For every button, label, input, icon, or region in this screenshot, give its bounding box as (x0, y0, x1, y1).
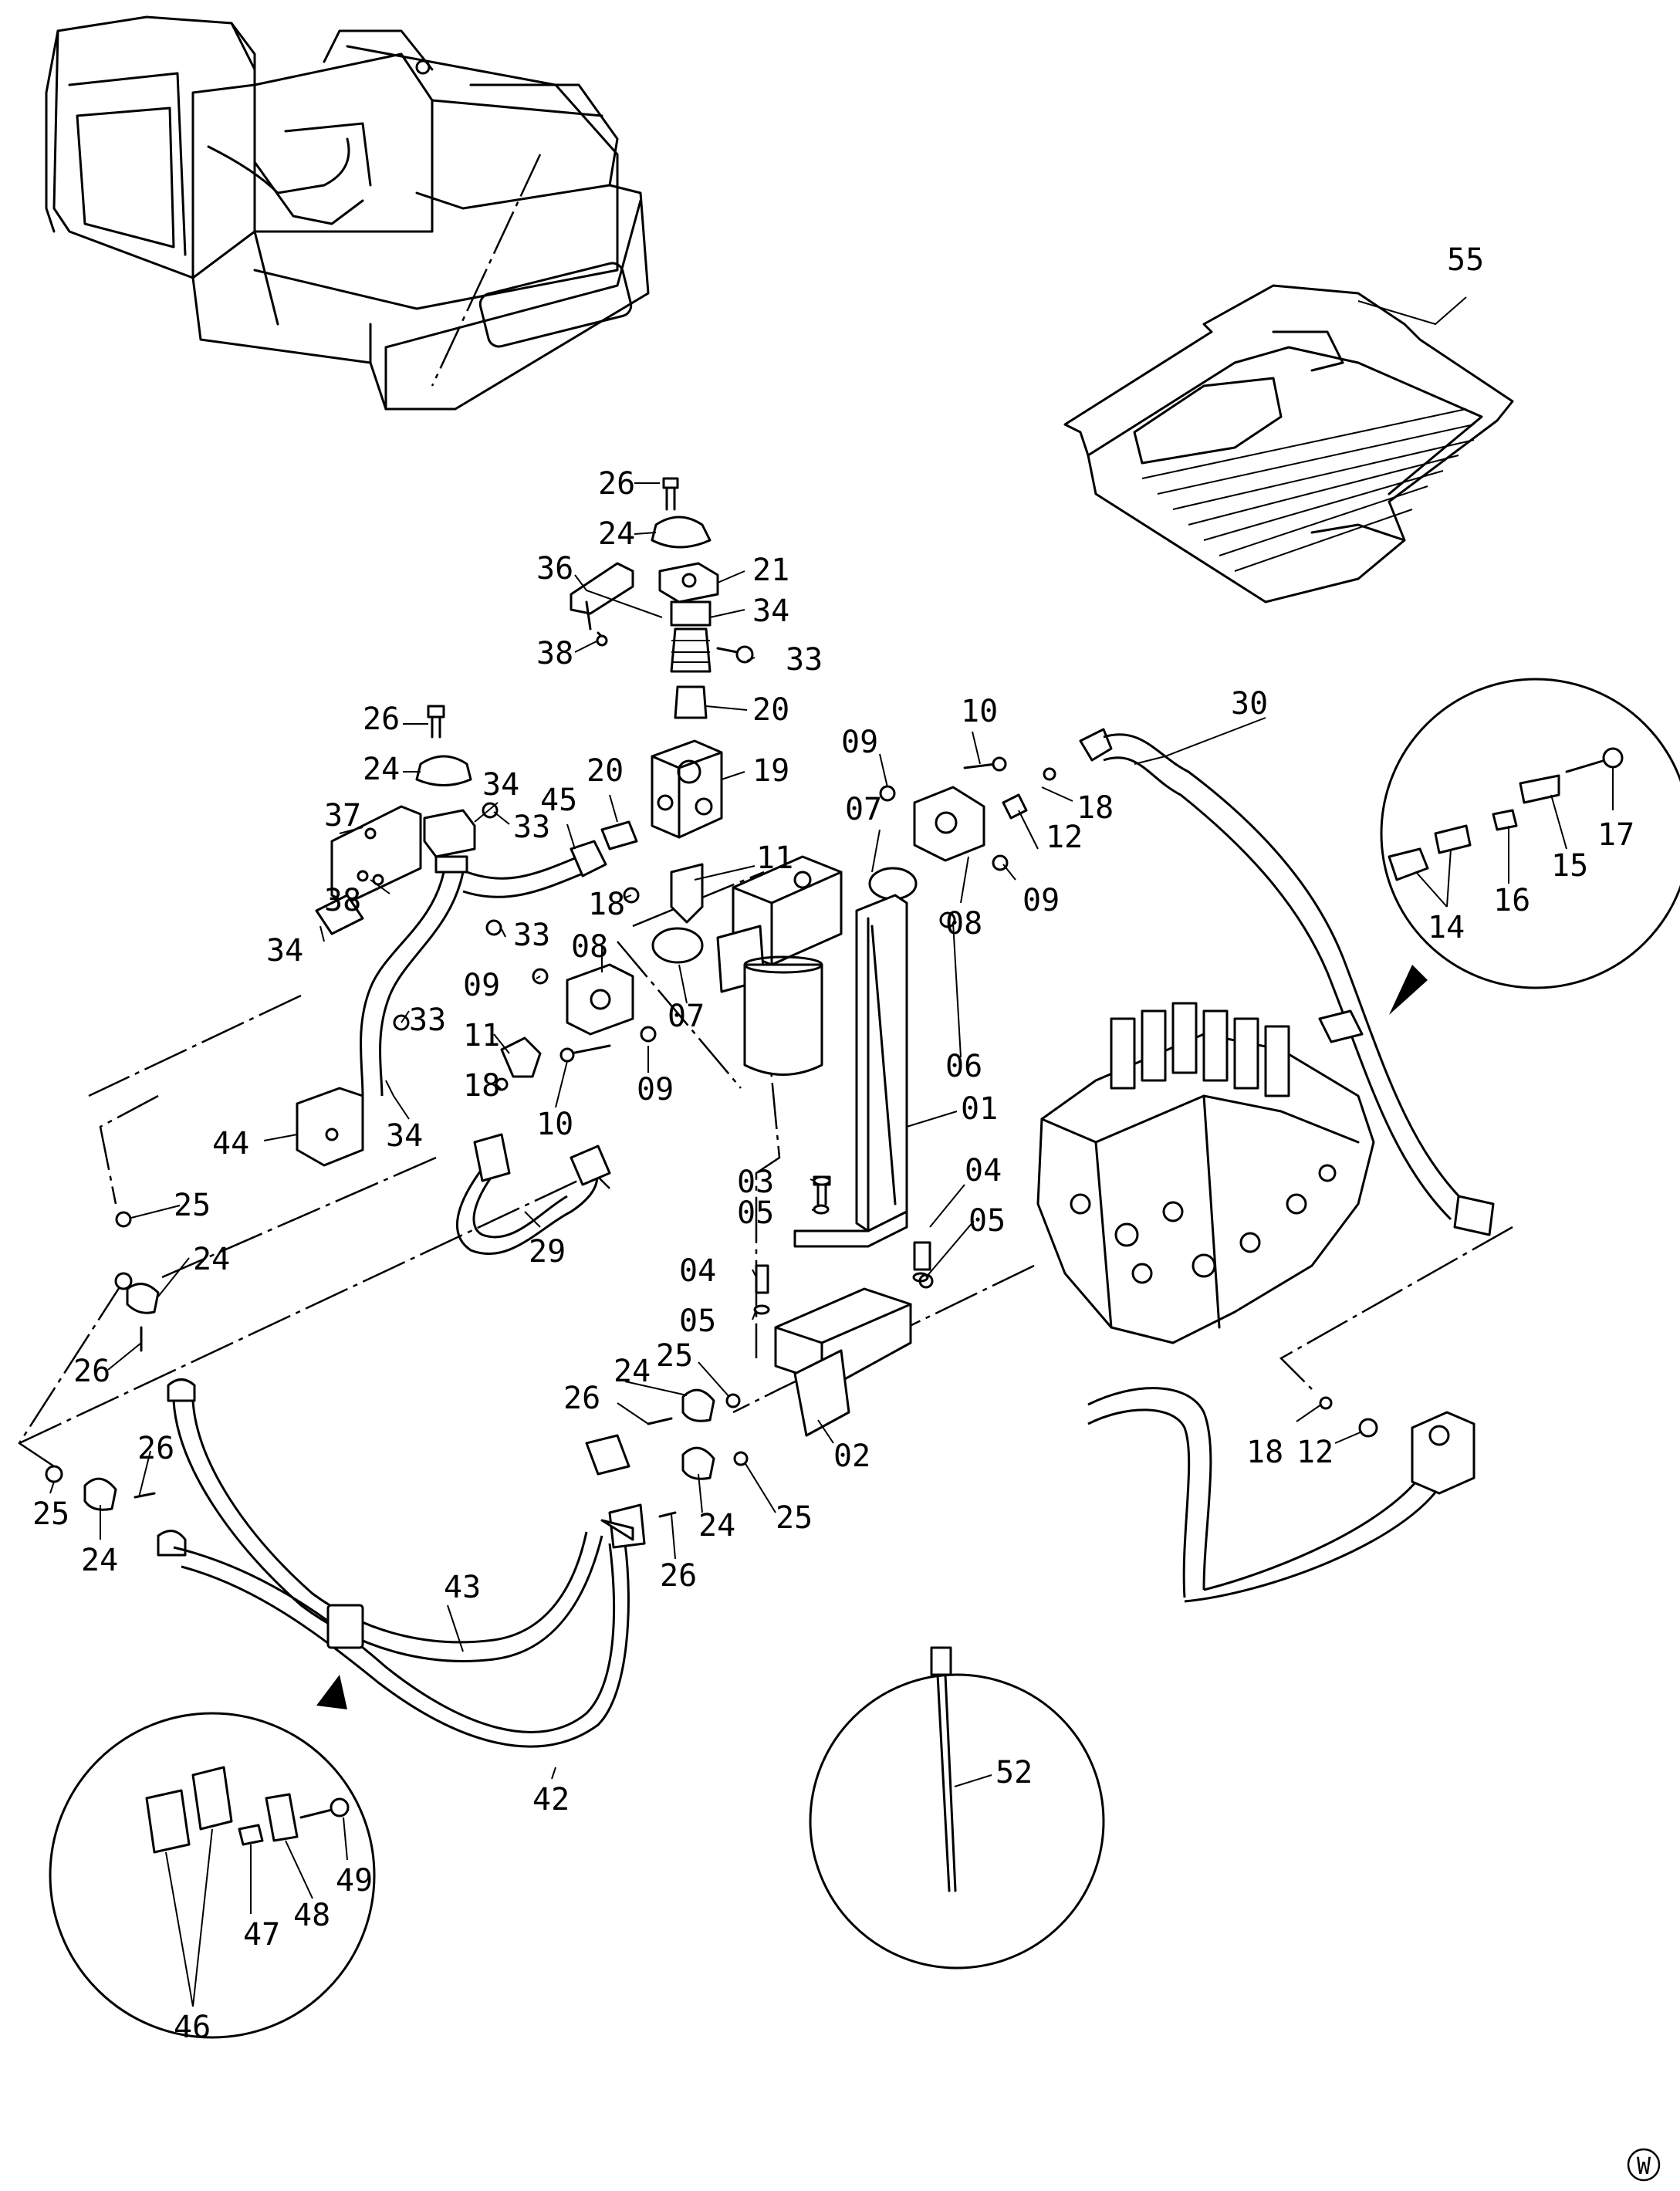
callout-38: 38 (536, 636, 573, 671)
label-leaders (49, 296, 1614, 2007)
callout-48: 48 (293, 1898, 330, 1933)
callout-05: 05 (679, 1303, 716, 1339)
detail-circle-clamp-46-49 (49, 1675, 376, 2039)
callout-24: 24 (698, 1508, 735, 1544)
callout-34: 34 (386, 1118, 423, 1154)
callout-19: 19 (752, 753, 789, 789)
callout-10: 10 (536, 1107, 573, 1142)
callout-21: 21 (752, 553, 789, 588)
callout-33: 33 (513, 918, 550, 953)
callout-43: 43 (444, 1570, 481, 1605)
callout-08: 08 (571, 929, 608, 965)
callout-18: 18 (1246, 1435, 1283, 1470)
callout-20: 20 (752, 692, 789, 728)
callout-33: 33 (409, 1003, 446, 1038)
callout-16: 16 (1493, 883, 1530, 918)
flange-parts-bottom (45, 1211, 749, 1518)
callout-29: 29 (529, 1234, 566, 1270)
callout-24: 24 (193, 1242, 230, 1277)
callout-09: 09 (841, 725, 878, 760)
callout-15: 15 (1551, 848, 1588, 884)
detail-circle-clamp-14-17 (1380, 678, 1680, 1015)
callout-34: 34 (752, 593, 789, 629)
hoses-42-43 (157, 1378, 646, 1748)
callout-12: 12 (1296, 1435, 1334, 1470)
excavator-overview (45, 15, 650, 411)
callout-18: 18 (588, 887, 625, 922)
left-bracket-assembly (296, 705, 638, 1167)
callout-26: 26 (363, 702, 400, 737)
pipe-assembly-12 (1087, 1387, 1475, 1603)
callout-26: 26 (137, 1431, 174, 1466)
callout-42: 42 (532, 1782, 570, 1817)
callout-04: 04 (965, 1153, 1002, 1188)
callout-17: 17 (1597, 817, 1634, 853)
callout-01: 01 (961, 1091, 998, 1127)
callout-30: 30 (1231, 686, 1268, 722)
callout-05: 05 (968, 1203, 1006, 1239)
detail-circle-cable-tie-52 (809, 1646, 1105, 1970)
callout-14: 14 (1428, 910, 1465, 945)
callout-11: 11 (756, 840, 793, 876)
callout-37: 37 (324, 798, 361, 833)
callout-26: 26 (563, 1381, 600, 1416)
callout-33: 33 (513, 810, 550, 845)
callout-09: 09 (637, 1072, 674, 1107)
callout-34: 34 (482, 767, 519, 803)
hose-30 (1079, 728, 1495, 1236)
control-valve (1036, 1002, 1375, 1344)
callout-36: 36 (536, 551, 573, 587)
callout-25: 25 (174, 1188, 211, 1223)
callout-47: 47 (243, 1917, 280, 1953)
callout-20: 20 (586, 753, 624, 789)
callout-44: 44 (212, 1126, 249, 1161)
callout-45: 45 (540, 783, 577, 818)
callout-38: 38 (324, 883, 361, 918)
callout-08: 08 (945, 906, 982, 942)
callout-25: 25 (776, 1500, 813, 1536)
callout-06: 06 (945, 1049, 982, 1084)
callout-24: 24 (81, 1543, 118, 1578)
callout-24: 24 (614, 1354, 651, 1389)
callout-03: 03 (737, 1165, 774, 1200)
top-manifold-assembly (570, 477, 754, 924)
hose-29 (455, 1133, 611, 1256)
callout-52: 52 (995, 1755, 1033, 1790)
callout-26: 26 (660, 1558, 697, 1594)
callout-33: 33 (786, 642, 823, 678)
callout-18: 18 (463, 1068, 500, 1104)
callout-04: 04 (679, 1253, 716, 1289)
callout-12: 12 (1046, 820, 1083, 855)
floor-mat-55 (1063, 284, 1514, 604)
callout-24: 24 (363, 752, 400, 787)
callout-25: 25 (32, 1496, 69, 1532)
callout-26: 26 (598, 466, 635, 502)
callout-10: 10 (961, 694, 998, 729)
callout-09: 09 (463, 968, 500, 1003)
callout-05: 05 (737, 1195, 774, 1231)
corner-mark-letter: W (1637, 2153, 1651, 2180)
callout-55: 55 (1447, 242, 1484, 278)
callout-25: 25 (656, 1338, 693, 1374)
callout-26: 26 (73, 1354, 110, 1389)
callout-07: 07 (668, 999, 705, 1034)
callout-02: 02 (833, 1439, 870, 1474)
callout-07: 07 (845, 792, 882, 827)
callout-labels: 55 26 24 36 21 34 38 33 20 26 24 37 34 4… (32, 242, 1634, 2045)
callout-11: 11 (463, 1018, 500, 1053)
corner-mark: W (1627, 2148, 1661, 2182)
callout-24: 24 (598, 516, 635, 552)
callout-46: 46 (174, 2010, 211, 2045)
callout-49: 49 (336, 1863, 373, 1899)
callout-34: 34 (266, 933, 303, 969)
callout-09: 09 (1023, 883, 1060, 918)
filter-assembly (495, 756, 1056, 1437)
callout-18: 18 (1077, 790, 1114, 826)
